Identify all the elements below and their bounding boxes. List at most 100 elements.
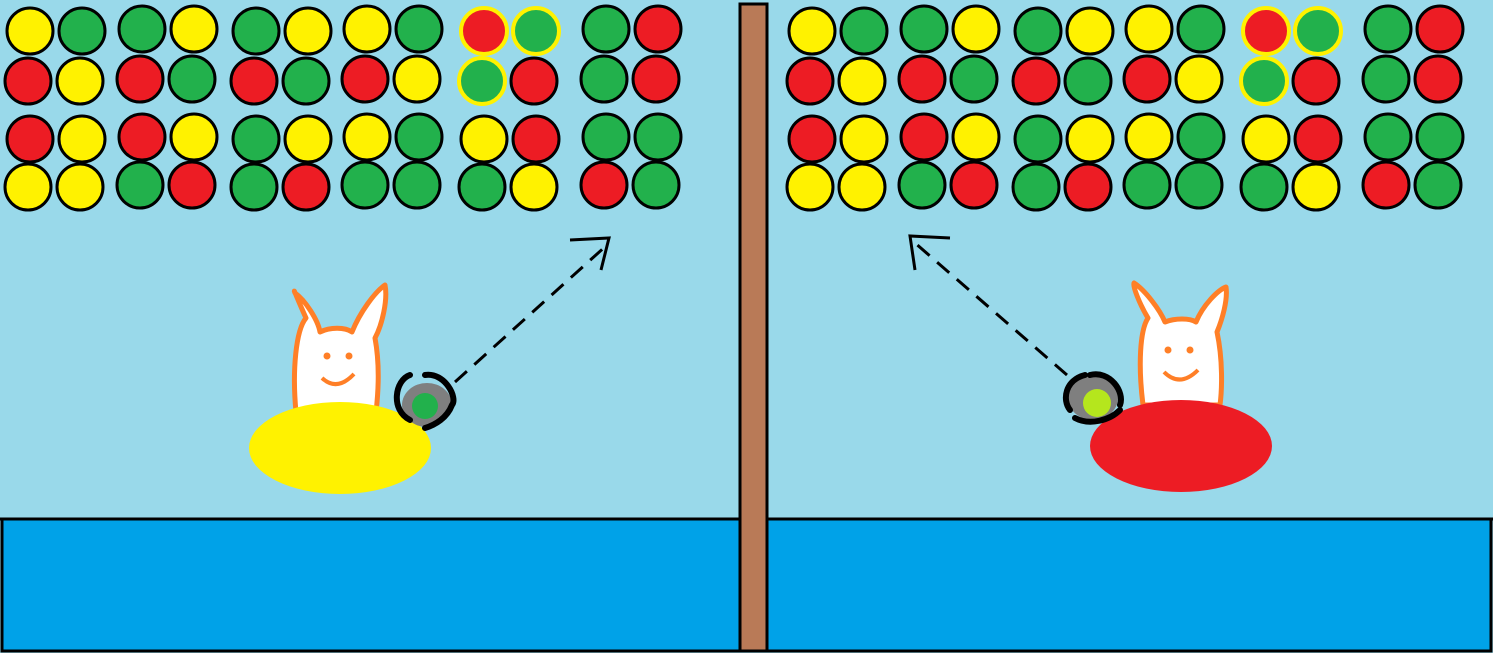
bubble-green <box>1011 162 1061 212</box>
bubble-green <box>115 160 165 210</box>
bubble-red <box>3 56 53 106</box>
bubble-yellow <box>459 114 509 164</box>
bubble-red <box>115 54 165 104</box>
bubble-red <box>579 160 629 210</box>
bubble-yellow <box>55 56 105 106</box>
bubble-yellow <box>839 114 889 164</box>
bubble-green <box>1363 112 1413 162</box>
bubble-green <box>581 112 631 162</box>
bubble-green <box>394 112 444 162</box>
bubble-green <box>57 6 107 56</box>
bubble-green <box>281 56 331 106</box>
bubble-red <box>1291 56 1341 106</box>
bubble-red <box>459 6 509 56</box>
bubble-red <box>899 112 949 162</box>
bubble-yellow <box>169 4 219 54</box>
bubble-yellow <box>837 162 887 212</box>
bubble-launcher-left <box>393 371 457 431</box>
bubble-green <box>1176 4 1226 54</box>
bubble-red <box>631 54 681 104</box>
bubble-green <box>1293 6 1343 56</box>
bubble-green <box>117 4 167 54</box>
bubble-yellow <box>951 112 1001 162</box>
aim-arrow-right <box>914 241 1068 377</box>
bubble-green <box>1363 4 1413 54</box>
bunny-right <box>1131 280 1229 408</box>
water-right <box>765 517 1493 653</box>
bubble-red <box>5 114 55 164</box>
bubble-green <box>579 54 629 104</box>
bubble-red <box>117 112 167 162</box>
bubble-red <box>1241 6 1291 56</box>
bubble-yellow <box>509 162 559 212</box>
bubble-red <box>633 4 683 54</box>
bubble-green <box>1239 56 1289 106</box>
bubble-yellow <box>1124 4 1174 54</box>
bubble-green <box>897 160 947 210</box>
bubble-green <box>1013 114 1063 164</box>
aim-arrow-left <box>453 243 609 384</box>
swim-ring-left <box>249 402 431 494</box>
bubble-yellow <box>57 114 107 164</box>
bubble-green <box>340 160 390 210</box>
bubble-yellow <box>342 112 392 162</box>
bubble-green <box>457 162 507 212</box>
bubble-yellow <box>392 54 442 104</box>
bubble-green <box>511 6 561 56</box>
bubble-red <box>340 54 390 104</box>
bubble-red <box>1293 114 1343 164</box>
bubble-yellow <box>787 6 837 56</box>
bubble-red <box>949 160 999 210</box>
bubble-red <box>509 56 559 106</box>
bubble-red <box>897 54 947 104</box>
bubble-yellow <box>837 56 887 106</box>
player-right <box>908 234 1272 492</box>
bubble-green <box>839 6 889 56</box>
bubble-green <box>899 4 949 54</box>
bubble-red <box>511 114 561 164</box>
bubble-green <box>581 4 631 54</box>
bubble-yellow <box>283 114 333 164</box>
bubble-red <box>281 162 331 212</box>
bubble-red <box>1413 54 1463 104</box>
center-divider-pole <box>738 2 769 653</box>
bubble-red <box>785 56 835 106</box>
bubble-green <box>231 6 281 56</box>
bubble-yellow <box>55 162 105 212</box>
loaded-bubble-left <box>412 393 438 419</box>
bubble-red <box>1361 160 1411 210</box>
bubble-grid-left <box>3 4 683 212</box>
bubble-yellow <box>785 162 835 212</box>
bubble-green <box>1176 112 1226 162</box>
bubble-green <box>633 112 683 162</box>
bubble-green <box>457 56 507 106</box>
bubble-green <box>1122 160 1172 210</box>
bubble-green <box>1413 160 1463 210</box>
bubble-green <box>1415 112 1465 162</box>
bubble-green <box>1013 6 1063 56</box>
bubble-green <box>949 54 999 104</box>
bubble-yellow <box>1065 6 1115 56</box>
water-left <box>0 517 742 653</box>
bubble-yellow <box>342 4 392 54</box>
bubble-green <box>231 114 281 164</box>
loaded-bubble-right <box>1083 389 1111 417</box>
bubble-yellow <box>283 6 333 56</box>
bubble-red <box>1415 4 1465 54</box>
bubble-yellow <box>5 6 55 56</box>
player-left <box>249 236 611 494</box>
bunny-left <box>291 282 389 415</box>
swim-ring-right <box>1090 400 1272 492</box>
bubble-red <box>1011 56 1061 106</box>
bubble-launcher-right <box>1062 371 1124 425</box>
aim-arrowhead-right <box>908 234 951 271</box>
bubble-green <box>229 162 279 212</box>
bubble-yellow <box>1124 112 1174 162</box>
bubble-green <box>1063 56 1113 106</box>
bubble-red <box>229 56 279 106</box>
bubble-red <box>1122 54 1172 104</box>
bubble-green <box>392 160 442 210</box>
bubble-green <box>631 160 681 210</box>
bubble-yellow <box>1241 114 1291 164</box>
